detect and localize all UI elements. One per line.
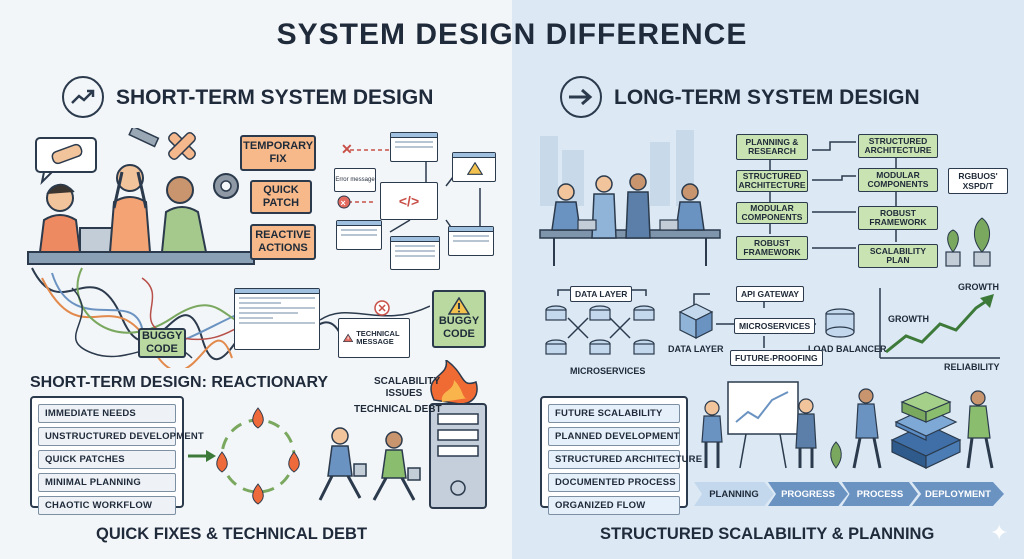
database-icon: [545, 305, 655, 355]
short-term-heading: SHORT-TERM SYSTEM DESIGN: [116, 86, 434, 109]
buggy-code-warning-note: BUGGY CODE: [432, 290, 486, 348]
main-title: SYSTEM DESIGN DIFFERENCE: [276, 18, 748, 51]
list-item: QUICK PATCHES: [38, 450, 176, 469]
list-item: DOCUMENTED PROCESS: [548, 473, 680, 492]
error-message-window: Error message: [334, 168, 376, 192]
temporary-fix-note: TEMPORARY FIX: [240, 135, 316, 171]
pipeline-step-progress: PROGRESS: [768, 482, 848, 506]
flow2-robust-framework: ROBUST FRAMEWORK: [858, 206, 938, 230]
buggy-code-note: BUGGY CODE: [138, 328, 186, 358]
forward-arrow-icon: [560, 76, 602, 118]
list-item: UNSTRUCTURED DEVELOPMENT: [38, 427, 204, 446]
reactive-actions-note: REACTIVE ACTIONS: [250, 224, 316, 260]
error-cable: ✕: [320, 300, 430, 321]
warning-icon: [448, 297, 470, 316]
growth-label: GROWTH: [888, 314, 929, 324]
svg-text:✕: ✕: [341, 141, 353, 157]
list-item: IMMEDIATE NEEDS: [38, 404, 176, 423]
pipeline-step-deployment: DEPLOYMENT: [912, 482, 1004, 506]
warning-icon: [466, 161, 484, 175]
flow2-structured-architecture: STRUCTURED ARCHITECTURE: [858, 134, 938, 158]
reliability-label: RELIABILITY: [944, 362, 1000, 372]
long-term-heading: LONG-TERM SYSTEM DESIGN: [614, 86, 920, 109]
load-balancer-icon: [825, 308, 855, 338]
pipeline-step-planning: PLANNING: [694, 482, 774, 506]
flow-structured-architecture: STRUCTURED ARCHITECTURE: [736, 170, 808, 192]
data-cube-icon: [678, 303, 714, 339]
list-item: ORGANIZED FLOW: [548, 496, 680, 515]
error-message-label: Error message: [335, 177, 375, 183]
fire-icon: [216, 407, 300, 505]
buggy-code-label: BUGGY CODE: [438, 315, 480, 340]
long-term-footer: STRUCTURED SCALABILITY & PLANNING: [600, 525, 935, 543]
flow2-modular-components: MODULAR COMPONENTS: [858, 168, 938, 192]
quick-patch-note: QUICK PATCH: [250, 180, 312, 214]
growth-top-label: GROWTH: [958, 282, 999, 292]
planning-flow-connectors: [769, 141, 897, 249]
data-layer-top-label: DATA LAYER: [570, 286, 633, 302]
flow2-scalability-plan: SCALABILITY PLAN: [858, 244, 938, 268]
error-window-2: [452, 152, 496, 182]
fire-cycle-illustration: [188, 407, 300, 505]
flow-planning-research: PLANNING & RESEARCH: [736, 134, 808, 160]
list-item: STRUCTURED ARCHITECTURE: [548, 450, 702, 469]
side-tag: RGBUOS' XSPD/T: [948, 168, 1008, 194]
list-item: FUTURE SCALABILITY: [548, 404, 680, 423]
list-item: MINIMAL PLANNING: [38, 473, 176, 492]
short-term-subheading: SHORT-TERM DESIGN: REACTIONARY: [30, 374, 329, 391]
planning-team-illustration: [539, 130, 721, 266]
burning-server-illustration: [318, 360, 487, 509]
error-window-4: [390, 236, 440, 270]
technical-message-label: TECHNICAL MESSAGE: [356, 328, 400, 346]
api-gateway-label: API GATEWAY: [736, 286, 805, 302]
svg-text:✕: ✕: [378, 303, 387, 315]
long-term-list: FUTURE SCALABILITY PLANNED DEVELOPMENT S…: [540, 396, 702, 515]
error-flow-connectors: ✕ ×: [337, 141, 481, 241]
error-window-3: [336, 220, 382, 250]
code-window: </>: [380, 182, 438, 220]
sparkle-icon: ✦: [990, 520, 1009, 545]
flow-robust-framework: ROBUST FRAMEWORK: [736, 236, 808, 260]
architecture-diagram: [545, 289, 855, 355]
code-editor-window: [234, 288, 320, 350]
future-proofing-label: FUTURE-PROOFING: [730, 350, 823, 366]
list-item: CHAOTIC WORKFLOW: [38, 496, 176, 515]
warning-icon: [343, 333, 354, 343]
load-balancer-label: LOAD BALANCER: [808, 344, 887, 354]
error-window-1: [390, 132, 438, 162]
list-item: PLANNED DEVELOPMENT: [548, 427, 680, 446]
pipeline-step-process: PROCESS: [842, 482, 918, 506]
technical-debt-label: TECHNICAL DEBT: [354, 404, 442, 415]
error-window-5: [448, 226, 494, 256]
trend-arrow-icon: [62, 76, 104, 118]
svg-text:×: ×: [341, 198, 346, 208]
scalability-issues-label: SCALABILITY ISSUES: [374, 376, 441, 399]
technical-message-window: TECHNICAL MESSAGE: [338, 318, 410, 358]
plant-icon: [945, 217, 991, 267]
short-term-footer: QUICK FIXES & TECHNICAL DEBT: [96, 525, 368, 543]
microservices-bottom-label: MICROSERVICES: [570, 366, 646, 376]
data-layer-label: DATA LAYER: [668, 344, 724, 354]
presentation-illustration: [701, 381, 994, 469]
growth-chart: [879, 288, 1000, 359]
short-term-list: IMMEDIATE NEEDS UNSTRUCTURED DEVELOPMENT…: [30, 396, 204, 515]
microservices-label: MICROSERVICES: [734, 318, 816, 334]
flow-modular-components: MODULAR COMPONENTS: [736, 202, 808, 224]
